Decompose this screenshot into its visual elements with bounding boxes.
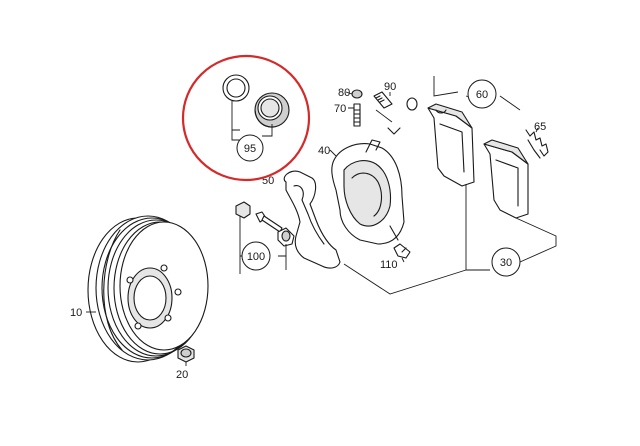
label-80: 80 — [338, 87, 350, 99]
wheel-bolt[interactable] — [177, 345, 195, 363]
label-70: 70 — [334, 103, 346, 115]
callout-label-100: 100 — [247, 251, 265, 263]
bleeder-screw[interactable] — [353, 103, 361, 127]
caliper-bracket[interactable] — [283, 170, 341, 269]
callout-label-30: 30 — [500, 257, 512, 269]
callout-label-95: 95 — [244, 143, 256, 155]
label-110: 110 — [380, 259, 398, 271]
caliper-bolt[interactable] — [393, 243, 411, 259]
brake-pad-outer[interactable] — [483, 139, 529, 219]
callout-30: 30 — [491, 247, 521, 277]
brake-disc[interactable] — [87, 215, 209, 363]
label-65: 65 — [534, 121, 546, 133]
brake-pad-inner[interactable] — [427, 103, 475, 187]
guide-pin-set[interactable] — [235, 201, 295, 247]
bleeder-cap[interactable] — [351, 89, 363, 99]
label-40: 40 — [318, 145, 330, 157]
highlight-circle — [181, 54, 311, 182]
dust-boot[interactable] — [254, 92, 290, 128]
wear-sensor[interactable] — [373, 91, 418, 135]
label-90: 90 — [384, 81, 396, 93]
retaining-spring[interactable] — [525, 129, 549, 159]
label-20: 20 — [176, 369, 188, 381]
callout-60: 60 — [467, 79, 497, 109]
label-10: 10 — [70, 307, 82, 319]
brake-caliper[interactable] — [331, 139, 405, 245]
callout-100: 100 — [241, 241, 271, 271]
leader-lines — [86, 76, 557, 366]
piston-seal-ring[interactable] — [222, 74, 250, 102]
callout-label-60: 60 — [476, 89, 488, 101]
callout-95: 95 — [236, 134, 264, 162]
